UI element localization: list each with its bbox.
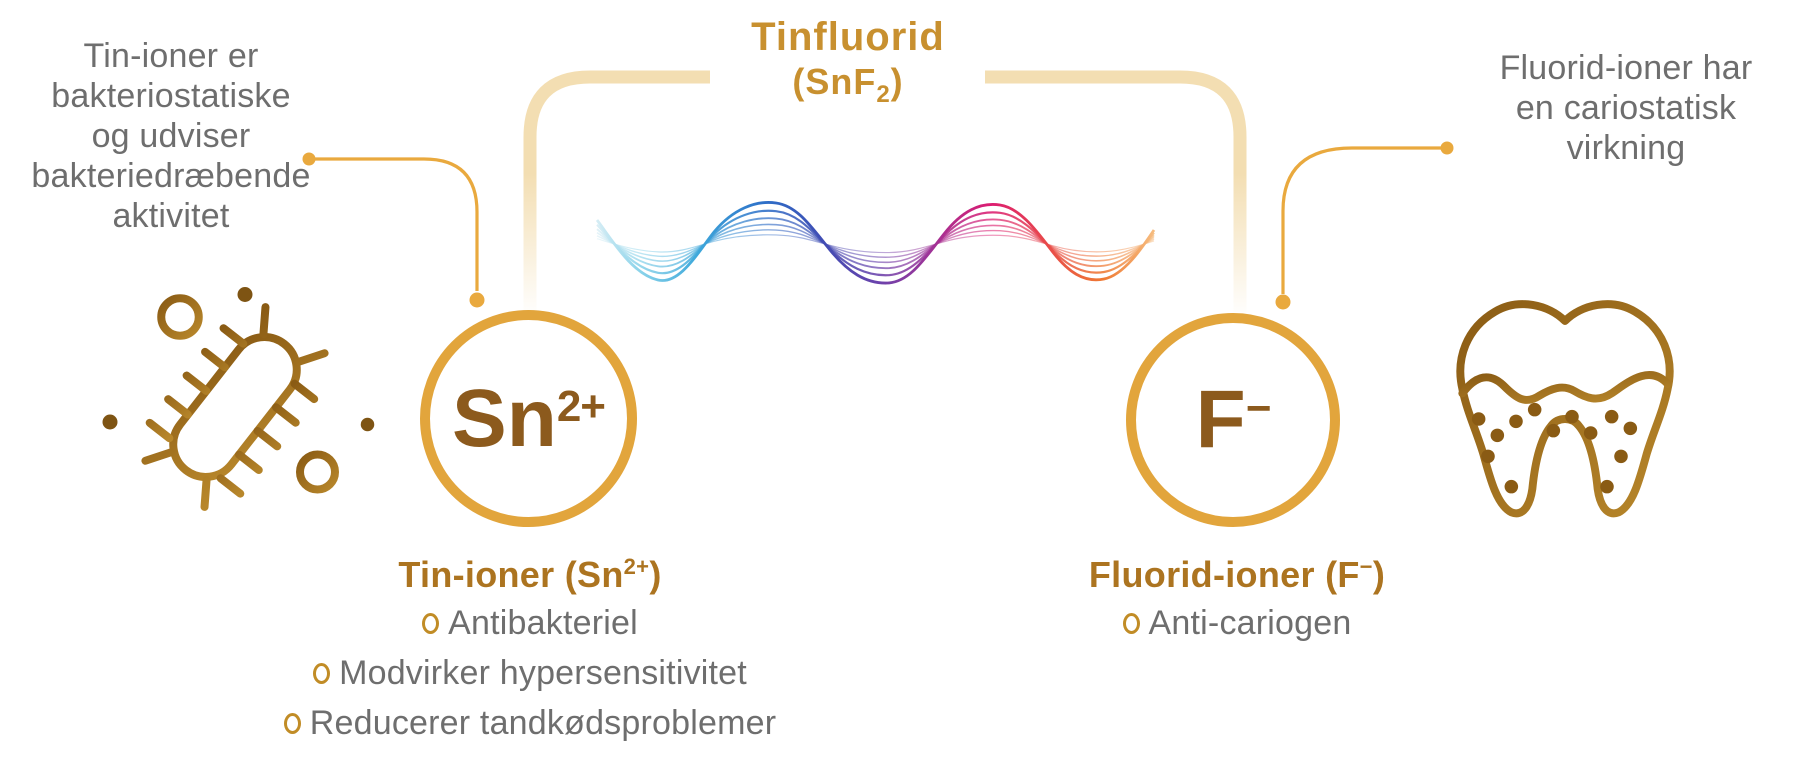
ion-bond-wave: [597, 202, 1154, 283]
tin-bullet-gum-problems: Reducerer tandkødsproblemer: [283, 698, 777, 748]
ring-bullet-icon: [422, 612, 440, 634]
tin-bullet-antibacterial: Antibakteriel: [422, 598, 638, 648]
tin-section-heading: Tin-ioner (Sn2+): [398, 554, 662, 595]
tin-bullet-hypersensitivity: Modvirker hypersensitivitet: [313, 648, 747, 698]
bullet-label: Antibakteriel: [448, 604, 638, 642]
fluoride-section-heading: Fluorid-ioner (F−): [1088, 554, 1386, 595]
title-formula: (SnF2): [792, 61, 904, 109]
ring-bullet-icon: [283, 712, 301, 734]
bullet-label: Reducerer tandkødsproblemer: [309, 704, 777, 742]
ring-bullet-icon: [1122, 612, 1140, 634]
ring-bullet-icon: [313, 662, 331, 684]
title-compound-name: Tinfluorid: [751, 15, 945, 59]
tooth-icon: [1456, 300, 1674, 518]
tooth-fluoride-dots: [1471, 402, 1638, 494]
bacteria-icon: [102, 287, 375, 511]
fluoride-note: Fluorid-ioner har en cariostatisk virkni…: [1499, 49, 1753, 167]
tin-ion-symbol: Sn2+: [452, 372, 606, 464]
formula-subscript: 2: [876, 81, 891, 109]
bullet-label: Anti-cariogen: [1148, 604, 1352, 642]
diagram-title: Tinfluorid (SnF2): [658, 14, 1038, 115]
leader-line-right: [1275, 141, 1454, 310]
fluoride-ion-circle: F−: [1126, 313, 1340, 527]
fluoride-properties-section: Fluorid-ioner (F−) Anti-cariogen: [1037, 544, 1437, 648]
bullet-label: Modvirker hypersensitivitet: [339, 654, 747, 692]
fluoride-bullet-anticariogenic: Anti-cariogen: [1122, 598, 1352, 648]
fluoride-charge: −: [1245, 383, 1272, 433]
tin-properties-section: Tin-ioner (Sn2+) Antibakteriel Modvirker…: [140, 544, 920, 748]
tin-charge: 2+: [556, 382, 606, 432]
tin-ion-circle: Sn2+: [420, 310, 637, 527]
tin-note: Tin-ioner er bakteriostatiske og udviser…: [31, 37, 311, 235]
fluoride-ion-symbol: F−: [1195, 374, 1272, 465]
